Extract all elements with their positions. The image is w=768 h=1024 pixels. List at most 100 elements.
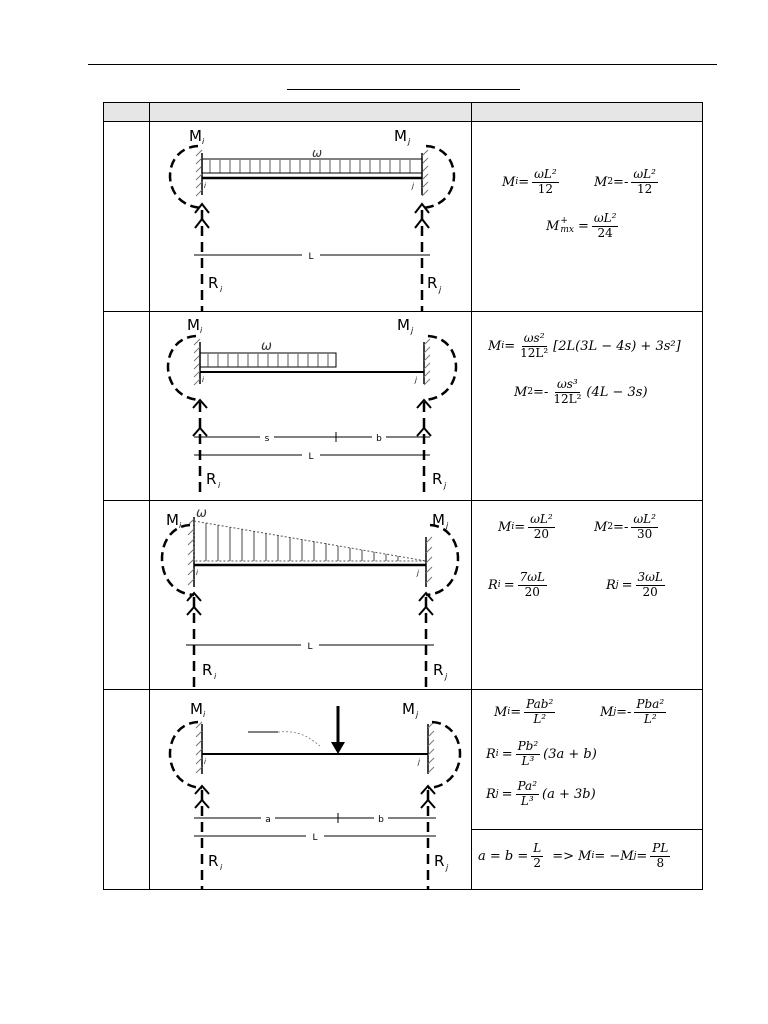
moment-arc-right [425, 523, 460, 597]
fraction-denominator: 2 [533, 855, 542, 870]
moment-arc-right [427, 720, 462, 790]
formula-lhs: R [488, 577, 498, 593]
formula-subscript: i [501, 341, 505, 352]
fraction-numerator: ωL² [532, 167, 559, 183]
formula-subscript: j [613, 707, 617, 718]
fraction-denominator: L³ [521, 753, 535, 768]
formula-operator: = [501, 746, 513, 762]
reaction-subscript-left: i [218, 481, 221, 490]
formula-lhs: M [498, 519, 512, 535]
dimension-label-L: L [308, 452, 313, 462]
reaction-subscript-left: i [220, 285, 223, 294]
fraction-numerator: ωL² [528, 512, 555, 528]
moment-arc-right [423, 334, 458, 402]
formula-lhs: M [546, 218, 560, 234]
moment-subscript-left: i [203, 710, 206, 719]
formula-lhs: M [502, 174, 516, 190]
fraction-denominator: 8 [656, 855, 665, 870]
fraction-denominator: 20 [524, 584, 540, 599]
moment-label-left: M [190, 700, 203, 718]
reaction-label-left: R [202, 661, 212, 679]
fraction-numerator: 7ωL [517, 570, 547, 586]
formula-operator: = [514, 519, 526, 535]
formula-subscript: 2 [607, 177, 614, 188]
formula-subscript: j [495, 789, 499, 800]
moment-label-left: M [166, 511, 179, 529]
dimension-label-L: L [308, 252, 313, 262]
moment-label-right: M [394, 127, 407, 145]
formula-operator: = [636, 848, 648, 864]
formula-operator: = [577, 218, 589, 234]
reaction-label-left: R [208, 274, 218, 292]
formula-operator: =- [616, 704, 632, 720]
beam-figure-point-load: a b L M i M j i j R i R j [150, 690, 471, 889]
dimension-label-s: s [265, 434, 270, 444]
formula-lhs: R [606, 577, 616, 593]
fraction-numerator: ωs² [521, 331, 547, 347]
moment-subscript-left: i [179, 521, 182, 530]
case-number-cell [103, 500, 150, 690]
fraction-denominator: 24 [597, 225, 613, 240]
moment-label-left: M [189, 127, 202, 145]
formula-subscript: 2 [527, 387, 534, 398]
figure-cell: a b L M i M j i j R i R j [149, 689, 472, 890]
formula-operator: =- [613, 174, 629, 190]
end-label-j: j [417, 758, 420, 766]
formula-term: = −M [594, 848, 634, 864]
fraction-denominator: 12L² [553, 391, 582, 406]
formula-term: [2L(3L − 4s) + 3s²] [553, 338, 681, 354]
fraction-numerator: ωs³ [554, 377, 580, 393]
header-cell-formula [471, 102, 703, 122]
fraction-denominator: 12 [537, 181, 554, 196]
moment-arc-left [168, 720, 203, 790]
moment-subscript-right: j [445, 521, 449, 530]
dimension-label-b: b [376, 434, 382, 444]
moment-label-right: M [432, 511, 445, 529]
formula-term: (4L − 3s) [586, 384, 648, 400]
moment-subscript-left: i [202, 137, 205, 146]
reaction-label-right: R [427, 274, 437, 292]
reaction-subscript-right: j [445, 863, 449, 872]
fraction-numerator: L [531, 841, 544, 857]
formula-subscript: j [615, 580, 619, 591]
formula-lhs: M [514, 384, 528, 400]
fraction-numerator: ωL² [631, 167, 658, 183]
formula-lhs: M [600, 704, 614, 720]
formula-lhs: M [494, 704, 508, 720]
fraction-numerator: Pb² [515, 739, 541, 755]
formula-lhs: R [486, 786, 496, 802]
formula-subscript: i [511, 522, 515, 533]
moment-label-right: M [402, 700, 415, 718]
table-header-row [103, 102, 703, 122]
fraction-denominator: 20 [533, 526, 550, 541]
fraction-denominator: L² [643, 711, 657, 726]
fraction-denominator: L³ [520, 793, 534, 808]
reaction-subscript-right: j [438, 285, 442, 294]
load-intensity-label: ω [312, 146, 322, 160]
reaction-label-right: R [432, 470, 442, 488]
uniform-load-block [201, 158, 423, 174]
dimension-label-L: L [307, 642, 312, 652]
formula-subscript: i [497, 580, 501, 591]
fraction-denominator: 20 [642, 584, 658, 599]
fraction-numerator: Pa² [515, 779, 539, 795]
figure-cell: s b L M i M j ω i j R i R j [149, 311, 472, 501]
reaction-label-right: R [433, 661, 443, 679]
moment-arc-right [421, 144, 456, 210]
reaction-subscript-left: i [220, 863, 223, 872]
end-label-i: i [204, 182, 206, 190]
fraction-numerator: Pba² [634, 697, 667, 713]
fraction-numerator: Pab² [524, 697, 556, 713]
fraction-denominator: 12 [636, 181, 653, 196]
beam-diagram: L M i M j ω i j R i R j [168, 127, 456, 311]
